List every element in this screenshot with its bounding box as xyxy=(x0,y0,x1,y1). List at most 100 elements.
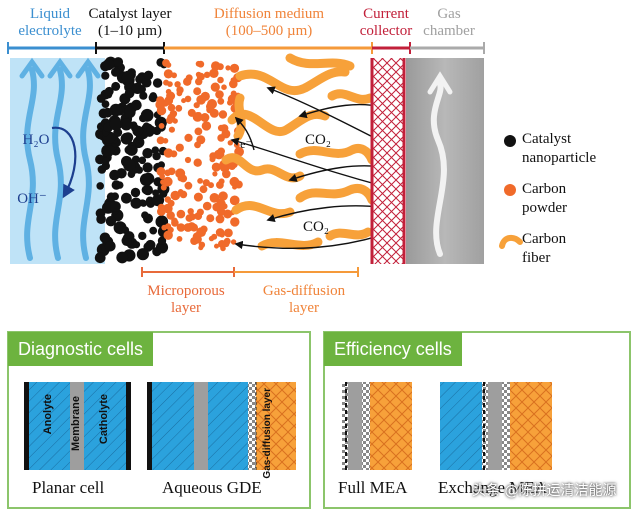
carbon-powder-particle xyxy=(229,63,240,73)
catalyst-nanoparticle xyxy=(142,148,153,159)
carbon-powder-particle xyxy=(230,217,240,227)
catalyst-nanoparticle xyxy=(96,94,106,103)
catalyst-nanoparticle xyxy=(155,215,169,228)
carbon-powder-particle xyxy=(176,223,186,232)
electrolyte-flow-arrows xyxy=(19,57,101,261)
label-oh: OH⁻ xyxy=(17,191,47,207)
carbon-powder-particle xyxy=(214,243,219,249)
catalyst-nanoparticle xyxy=(113,221,127,235)
full-mea-diagram xyxy=(342,382,412,470)
carbon-powder-particle xyxy=(161,224,167,231)
flow-arrow-2 xyxy=(52,67,65,261)
carbon-powder-particle xyxy=(210,82,220,92)
carbon-powder-particle xyxy=(207,99,217,109)
catalyst-nanoparticle xyxy=(152,151,161,161)
efficiency-cells-title: Efficiency cells xyxy=(324,332,462,366)
carbon-powder-particle xyxy=(156,136,165,145)
gas-chamber xyxy=(406,58,484,264)
carbon-powder-particle xyxy=(212,171,218,177)
carbon-powder-particle xyxy=(194,127,203,136)
carbon-powder-particle xyxy=(196,95,206,105)
catalyst-nanoparticle xyxy=(139,91,148,100)
catalyst-nanoparticle xyxy=(152,78,163,88)
carbon-powder-particle xyxy=(199,185,208,194)
dimension-bars-bottom xyxy=(141,267,359,277)
carbon-powder-particle xyxy=(175,143,184,152)
carbon-powder-particle xyxy=(168,126,175,133)
carbon-powder-particle xyxy=(217,97,225,105)
carbon-powder-particle xyxy=(176,86,184,94)
carbon-powder-particle xyxy=(229,195,240,206)
carbon-powder-particle xyxy=(184,133,193,142)
carbon-powder-particle xyxy=(156,167,166,176)
carbon-fiber xyxy=(285,53,355,71)
carbon-powder-particle xyxy=(210,196,216,203)
carbon-powder-particle xyxy=(175,168,186,179)
carbon-powder-particle xyxy=(193,192,203,202)
carbon-powder-particle xyxy=(162,176,173,187)
carbon-powder-particle xyxy=(165,62,172,68)
catalyst-nanoparticle xyxy=(111,180,122,190)
carbon-powder-particle xyxy=(208,235,215,242)
water-to-hydroxide-arrow xyxy=(51,126,77,199)
catalyst-nanoparticle xyxy=(132,125,144,137)
carbon-powder-particle xyxy=(157,207,166,216)
carbon-powder-particle xyxy=(158,123,165,129)
watermark: 头条 @陈拼运清洁能源 xyxy=(472,483,617,499)
catalyst-nanoparticle xyxy=(102,58,115,71)
carbon-powder-particle xyxy=(221,84,227,90)
carbon-powder-particle xyxy=(202,179,210,187)
caption-aqueous-gde: Aqueous GDE xyxy=(162,478,262,497)
catalyst-nanoparticle xyxy=(157,161,165,169)
carbon-powder-particle xyxy=(184,181,193,190)
catalyst-nanoparticle xyxy=(139,199,147,207)
carbon-powder-particle xyxy=(218,110,228,119)
carbon-powder-particle xyxy=(209,108,219,118)
catalyst-nanoparticle xyxy=(101,71,110,80)
carbon-powder-particle xyxy=(194,237,201,244)
label-diffusion-medium: Diffusion medium(100–500 µm) xyxy=(213,6,325,39)
membrane-label: Membrane xyxy=(70,396,82,452)
carbon-powder-particle xyxy=(187,208,194,215)
catalyst-nanoparticle xyxy=(152,247,162,257)
carbon-powder-particle xyxy=(185,74,193,82)
catalyst-nanoparticle xyxy=(149,226,158,235)
catalyst-nanoparticle xyxy=(148,93,158,103)
carbon-powder-particle xyxy=(172,118,178,124)
carbon-powder-particle xyxy=(166,211,175,220)
carbon-powder-particle xyxy=(222,169,231,179)
microporous-layer-particles xyxy=(155,59,245,252)
label-co2-upper: CO₂ xyxy=(304,132,332,148)
carbon-fiber xyxy=(233,93,246,141)
catalyst-nanoparticle xyxy=(138,231,147,241)
planar-cell-diagram xyxy=(24,382,131,470)
catalyst-nanoparticle xyxy=(136,248,149,261)
carbon-powder-particle xyxy=(225,65,231,71)
label-co2-lower: CO₂ xyxy=(302,219,330,235)
catalyst-nanoparticle xyxy=(131,82,144,94)
catalyst-nanoparticle xyxy=(123,159,136,172)
catalyst-nanoparticle xyxy=(109,118,123,131)
catalyst-nanoparticle xyxy=(138,156,147,165)
carbon-powder-particle xyxy=(160,184,167,191)
carbon-powder-particle xyxy=(220,124,229,133)
catalyst-nanoparticle xyxy=(142,172,155,185)
carbon-fiber xyxy=(295,143,377,165)
carbon-powder-particle xyxy=(176,209,186,219)
carbon-powder-particle xyxy=(234,180,243,189)
carbon-powder-particle xyxy=(200,225,208,233)
carbon-powder-particle xyxy=(194,212,203,221)
carbon-powder-particle xyxy=(195,60,202,67)
aqueous-gde-diagram xyxy=(147,382,296,470)
catalyst-nanoparticle xyxy=(132,241,141,249)
carbon-powder-particle xyxy=(167,103,176,112)
carbon-powder-particle xyxy=(203,71,211,79)
catalyst-nanoparticle xyxy=(105,216,117,227)
carbon-powder-particle xyxy=(190,223,198,232)
carbon-powder-particle xyxy=(195,71,202,78)
carbon-powder-particle xyxy=(218,240,226,248)
